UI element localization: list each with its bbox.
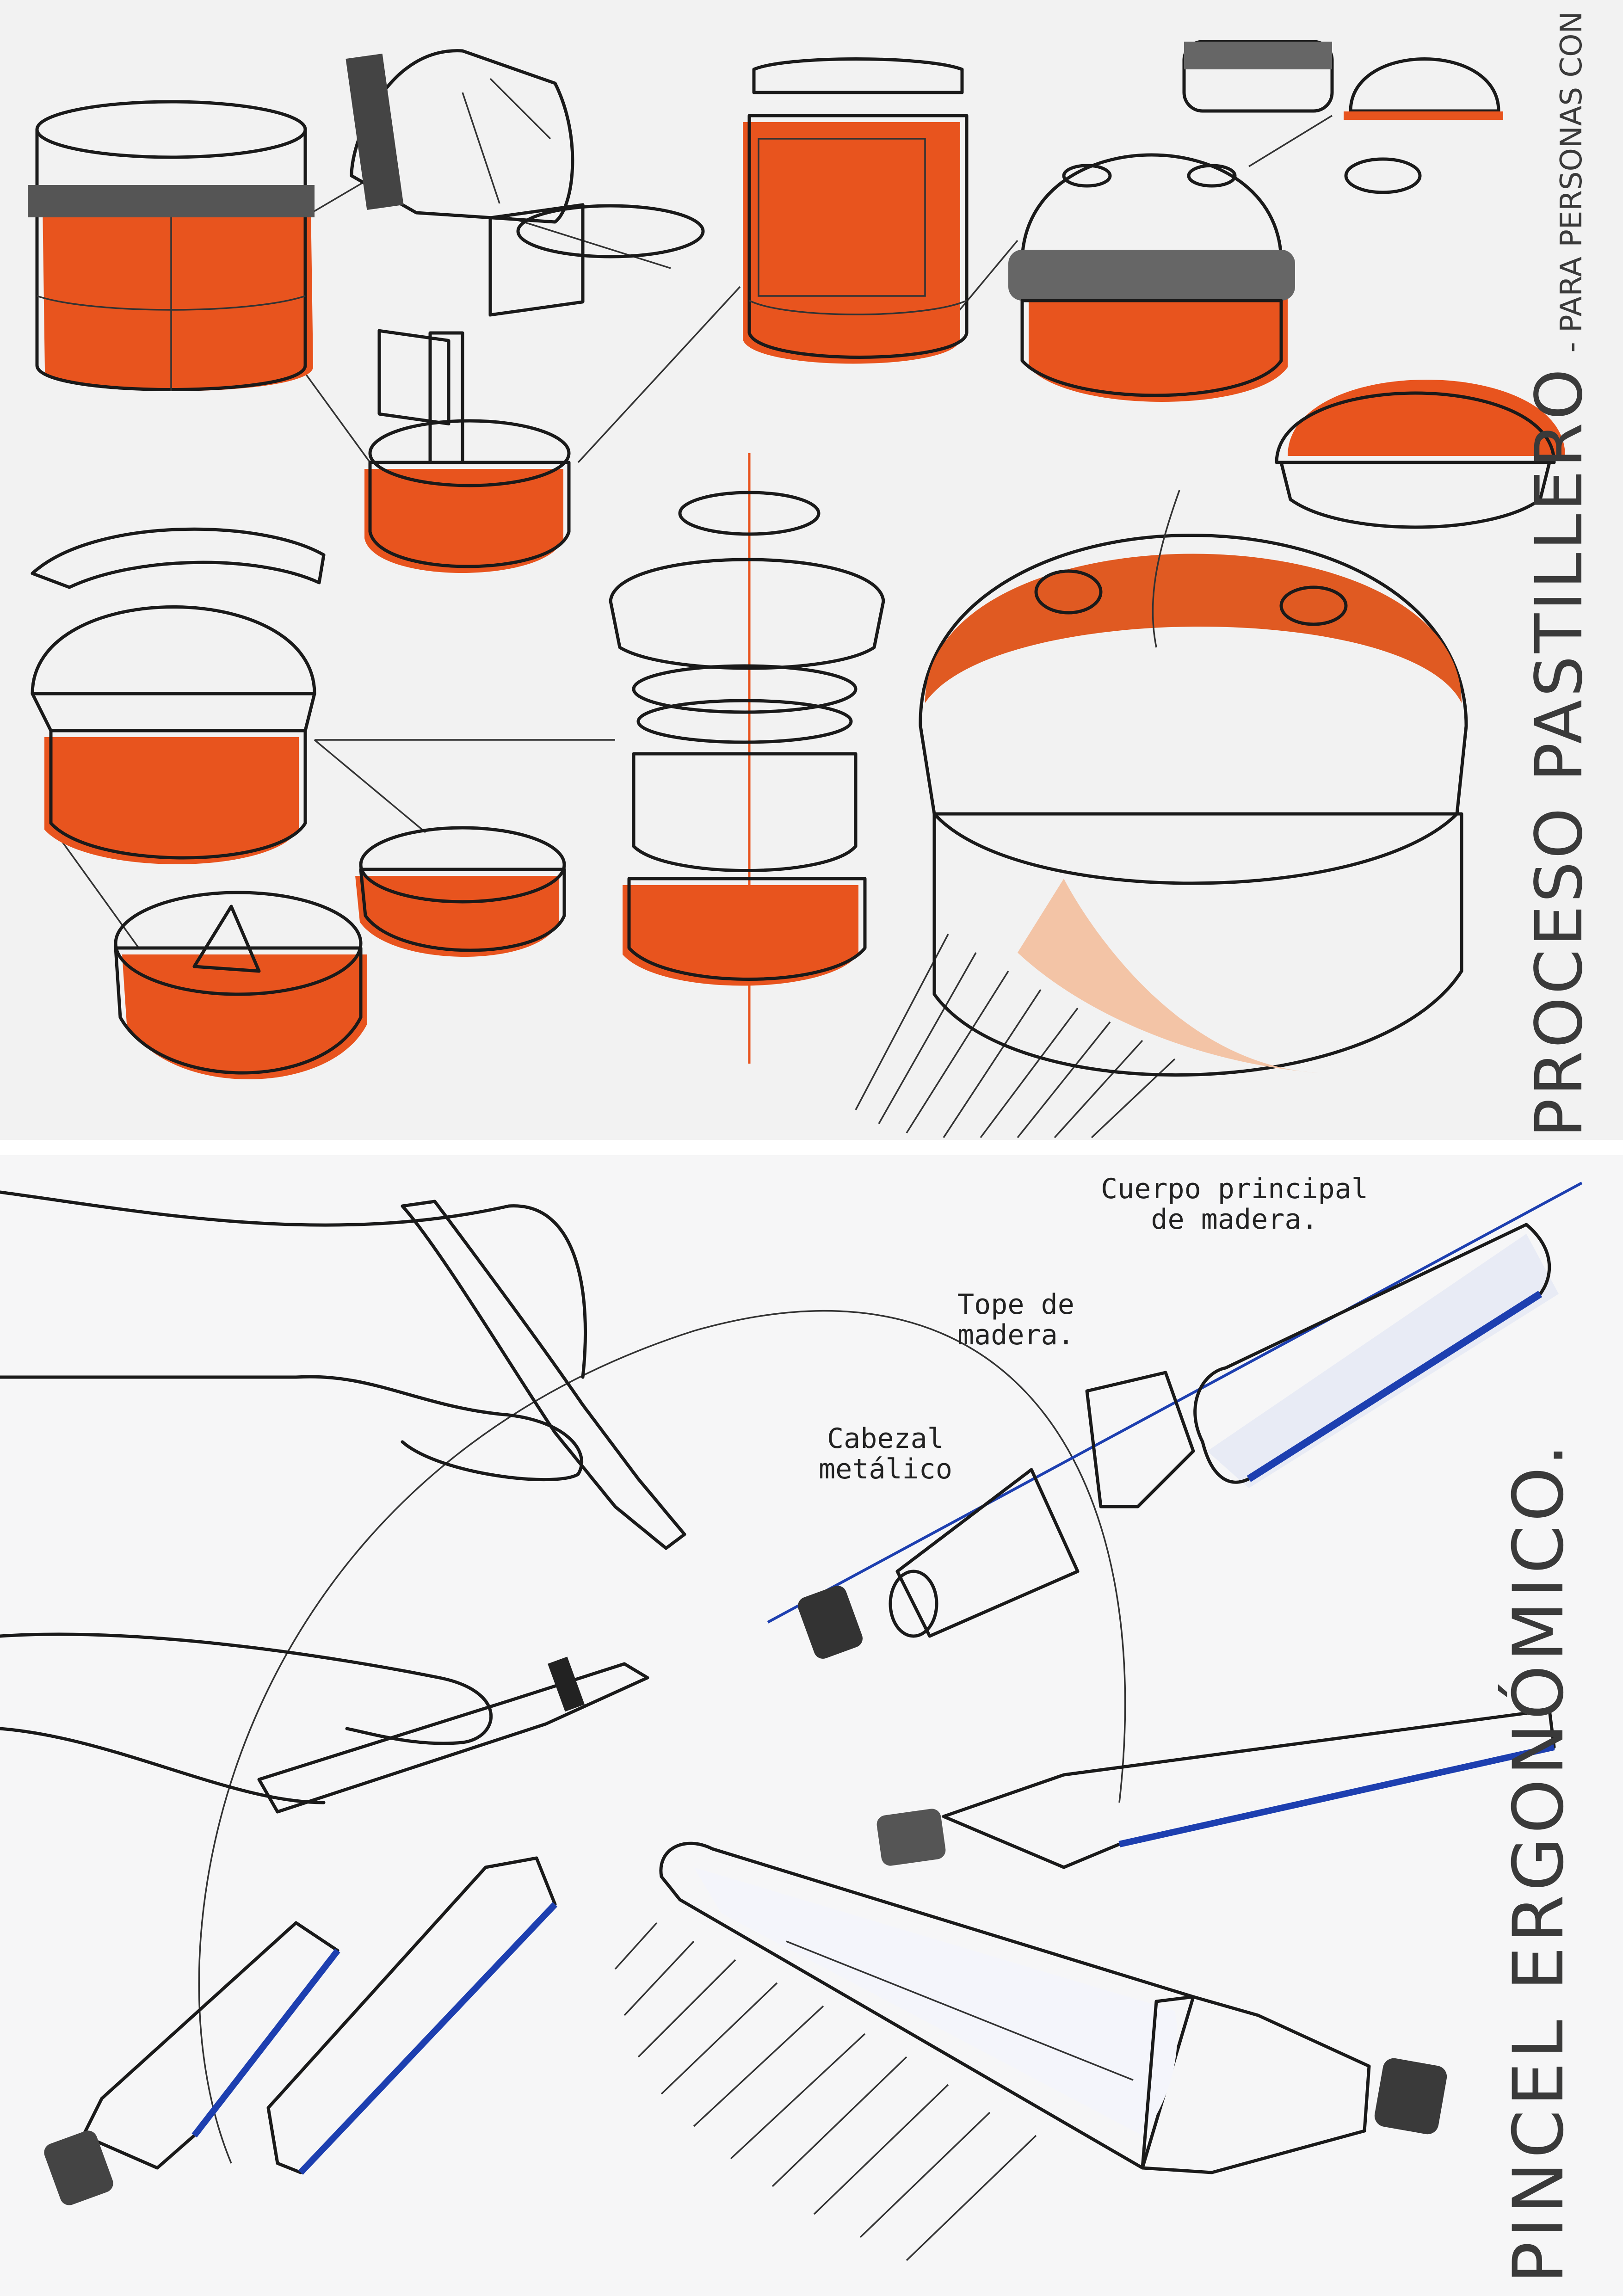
annotation-body: Cuerpo principal de madera. — [1101, 1174, 1368, 1235]
construction-circle — [198, 1310, 1126, 2164]
annotation-head: Cabezal metálico — [819, 1423, 952, 1484]
annotation-head-line2: metálico — [819, 1453, 952, 1485]
sketch-hand-upper — [0, 1190, 686, 1550]
hero-brush-render — [614, 1841, 1447, 2261]
brush-sketches — [0, 1182, 1583, 2261]
pillbox-title: PROCESO PASTILLERO - PARA PERSONAS CON D… — [1522, 0, 1597, 1138]
brush-title: PINCEL ERGONÓMICO. — [1499, 1440, 1579, 2284]
sketch-rotating-lid — [31, 527, 326, 864]
sketch-hand-lower — [0, 1632, 649, 1814]
annotation-stopper: Tope de madera. — [957, 1289, 1074, 1350]
sketch-brushes-bottom-left — [44, 1856, 558, 2205]
sketch-dome — [1008, 153, 1295, 402]
sketch-gear-cap — [1275, 380, 1565, 529]
sketch-sheet-pillbox: PROCESO PASTILLERO - PARA PERSONAS CON D… — [0, 0, 1623, 1140]
hatch-shadow-bottom — [614, 1922, 1037, 2261]
sketch-exploded-brush — [767, 1182, 1583, 1659]
sketch-tall-jar — [743, 57, 969, 364]
annotation-stopper-line2: madera. — [957, 1319, 1074, 1351]
annotation-body-line2: de madera. — [1151, 1203, 1318, 1236]
title-text: PROCESO PASTILLERO — [1522, 366, 1597, 1138]
sketch-dividers — [364, 203, 585, 573]
sketch-brush-side — [876, 1708, 1556, 1869]
sketch-capsule — [346, 49, 705, 259]
sketch-trays — [114, 826, 566, 1079]
hero-pillbox-render — [855, 490, 1468, 1139]
pillbox-sketches — [28, 40, 1565, 1139]
annotation-body-line1: Cuerpo principal — [1101, 1173, 1368, 1205]
hatch-shadow-top — [855, 934, 1176, 1139]
sketch-sheet-brush: Cuerpo principal de madera. Tope de made… — [0, 1155, 1623, 2296]
sketch-jar — [28, 100, 315, 391]
title-text: PINCEL ERGONÓMICO. — [1499, 1440, 1579, 2284]
annotation-head-line1: Cabezal — [827, 1422, 944, 1455]
annotation-stopper-line1: Tope de — [957, 1288, 1074, 1321]
sketch-exploded-stack — [609, 453, 885, 1064]
sketch-small-parts — [1182, 40, 1503, 194]
subtitle-text: - PARA PERSONAS CON DISFAGIA. — [1555, 0, 1589, 353]
sheet-divider — [0, 1140, 1623, 1155]
connector-lines — [55, 115, 1333, 949]
